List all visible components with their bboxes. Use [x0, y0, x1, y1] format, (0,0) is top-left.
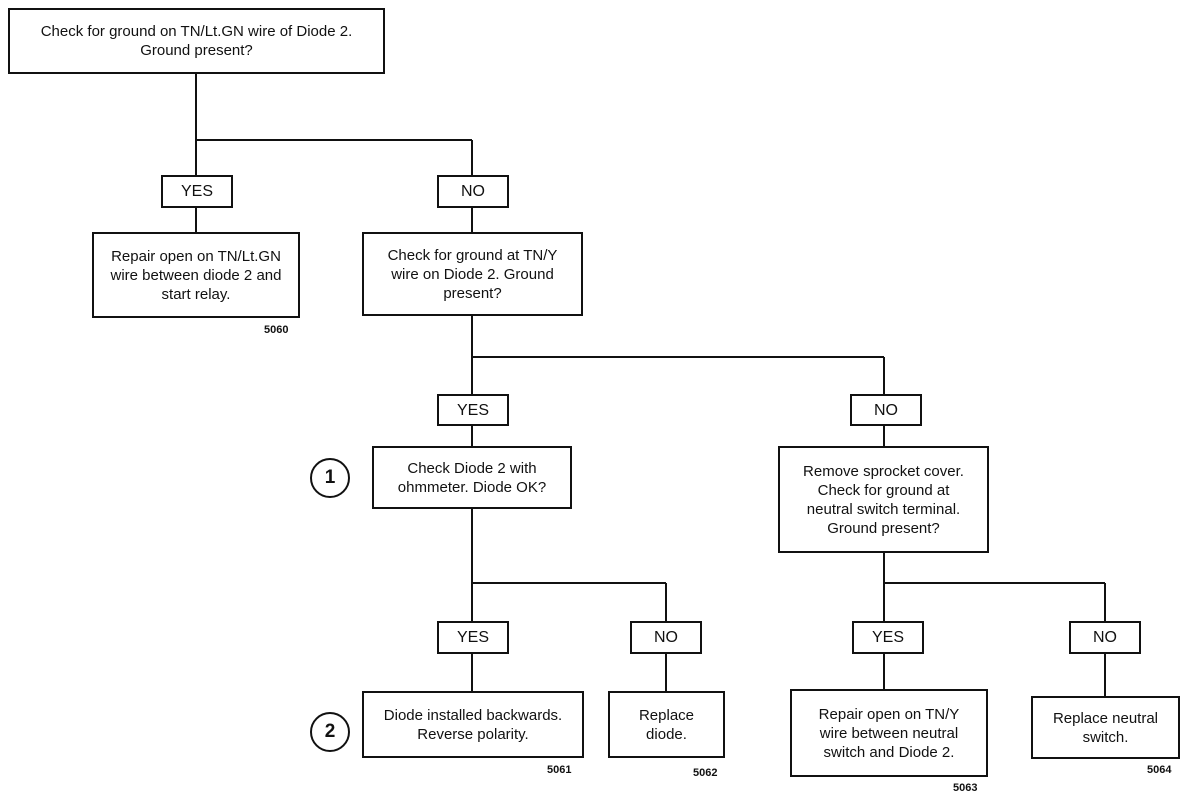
question-tn-ltgn-ground: Check for ground on TN/Lt.GN wire of Dio…	[8, 8, 385, 74]
action-replace-diode: Replace diode.	[608, 691, 725, 758]
code-5060: 5060	[264, 324, 289, 336]
code-5062: 5062	[693, 767, 718, 779]
code-5064: 5064	[1147, 764, 1172, 776]
yes-label-4: YES	[852, 621, 924, 654]
no-label-2: NO	[850, 394, 922, 426]
action-repair-tn-ltgn: Repair open on TN/Lt.GN wire between dio…	[92, 232, 300, 318]
yes-label-1: YES	[161, 175, 233, 208]
code-5061: 5061	[547, 764, 572, 776]
yes-label-3: YES	[437, 621, 509, 654]
no-label-1: NO	[437, 175, 509, 208]
question-tn-y-ground: Check for ground at TN/Y wire on Diode 2…	[362, 232, 583, 316]
no-label-4: NO	[1069, 621, 1141, 654]
action-repair-tn-y: Repair open on TN/Y wire between neutral…	[790, 689, 988, 777]
action-diode-backwards: Diode installed backwards. Reverse polar…	[362, 691, 584, 758]
question-sprocket-neutral-switch: Remove sprocket cover. Check for ground …	[778, 446, 989, 553]
question-diode-ohmmeter: Check Diode 2 with ohmmeter. Diode OK?	[372, 446, 572, 509]
step-marker-2: 2	[310, 712, 350, 752]
action-replace-neutral-switch: Replace neutral switch.	[1031, 696, 1180, 759]
code-5063: 5063	[953, 782, 978, 794]
yes-label-2: YES	[437, 394, 509, 426]
no-label-3: NO	[630, 621, 702, 654]
step-marker-1: 1	[310, 458, 350, 498]
